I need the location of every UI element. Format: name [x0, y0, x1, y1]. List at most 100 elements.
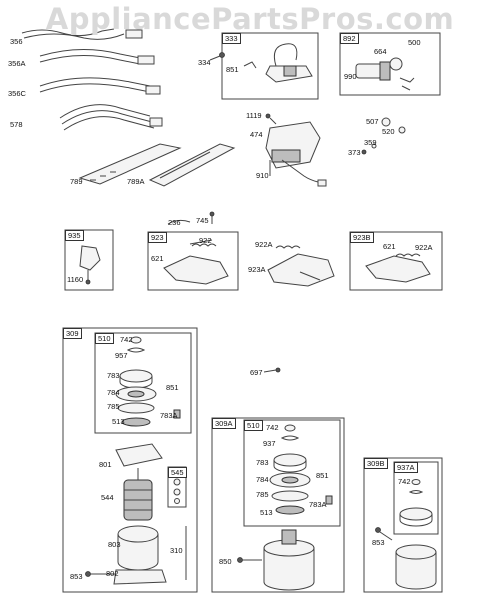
part-label-359[interactable]: 359 — [364, 138, 377, 147]
part-label-957[interactable]: 957 — [115, 351, 128, 360]
part-label-801[interactable]: 801 — [99, 460, 112, 469]
group-510-309a-frame — [243, 419, 341, 527]
part-label-990[interactable]: 990 — [344, 72, 357, 81]
group-label-935: 935 — [65, 230, 84, 241]
part-label-310[interactable]: 310 — [170, 546, 183, 555]
part-label-853-309b[interactable]: 853 — [372, 538, 385, 547]
ignition-armature-drawing — [265, 43, 313, 83]
part-label-356[interactable]: 356 — [10, 37, 23, 46]
brush-set-545-drawing — [173, 478, 181, 504]
part-label-334[interactable]: 334 — [198, 58, 211, 67]
part-label-664[interactable]: 664 — [374, 47, 387, 56]
part-label-513-309a[interactable]: 513 — [260, 508, 273, 517]
part-label-789a[interactable]: 789A — [127, 177, 145, 186]
part-label-853[interactable]: 853 — [70, 572, 83, 581]
group-label-309b: 309B — [364, 458, 388, 469]
part-label-1119[interactable]: 1119 — [246, 111, 262, 120]
part-label-784[interactable]: 784 — [107, 388, 120, 397]
bracket-935-drawing — [79, 245, 101, 285]
group-label-309: 309 — [63, 328, 82, 339]
group-309b-frame — [363, 457, 443, 593]
part-label-621-923b[interactable]: 621 — [383, 242, 396, 251]
part-label-783a-309a[interactable]: 783A — [309, 500, 327, 509]
part-label-789[interactable]: 789 — [70, 177, 83, 186]
part-label-922a[interactable]: 922A — [255, 240, 273, 249]
part-label-802[interactable]: 802 — [106, 569, 119, 578]
small-hardware-drawing — [361, 117, 406, 155]
part-label-784-309a[interactable]: 784 — [256, 475, 269, 484]
part-label-922a-923b[interactable]: 922A — [415, 243, 433, 252]
muffler-guard-789-drawing — [78, 143, 182, 185]
screw-334-drawing — [209, 52, 225, 61]
part-label-373[interactable]: 373 — [348, 148, 361, 157]
part-label-742[interactable]: 742 — [120, 335, 133, 344]
part-label-697[interactable]: 697 — [250, 368, 263, 377]
group-309a-frame — [211, 417, 345, 593]
screw-697-drawing — [263, 367, 281, 373]
part-label-937[interactable]: 937 — [263, 439, 276, 448]
key-switch-drawing — [355, 57, 415, 91]
group-label-937a: 937A — [394, 462, 418, 473]
part-label-507[interactable]: 507 — [366, 117, 379, 126]
part-label-803[interactable]: 803 — [108, 540, 121, 549]
muffler-guard-789a-drawing — [148, 143, 236, 187]
part-label-513[interactable]: 513 — [112, 417, 125, 426]
part-label-745[interactable]: 745 — [196, 216, 209, 225]
part-label-356a[interactable]: 356A — [8, 59, 26, 68]
group-label-892: 892 — [340, 33, 359, 44]
group-label-510: 510 — [95, 333, 114, 344]
part-label-742-309b[interactable]: 742 — [398, 477, 411, 486]
wire-harness-356c-drawing — [39, 77, 161, 95]
part-label-783-309a[interactable]: 783 — [256, 458, 269, 467]
part-label-783[interactable]: 783 — [107, 371, 120, 380]
governor-linkage-923b-drawing — [365, 253, 431, 283]
screw-745-drawing — [209, 211, 215, 224]
part-label-356c[interactable]: 356C — [8, 89, 26, 98]
part-label-236[interactable]: 236 — [168, 218, 181, 227]
part-label-851-309[interactable]: 851 — [166, 383, 179, 392]
group-label-333: 333 — [222, 33, 241, 44]
group-label-545: 545 — [168, 467, 187, 478]
spark-plug-assembly-474-drawing — [265, 113, 327, 187]
part-label-474[interactable]: 474 — [250, 130, 263, 139]
part-label-1160[interactable]: 1160 — [67, 275, 84, 284]
part-label-621-923[interactable]: 621 — [151, 254, 164, 263]
group-935-frame — [64, 229, 114, 291]
part-label-850[interactable]: 850 — [219, 557, 232, 566]
starter-drive-309b-drawing — [399, 479, 433, 527]
part-label-851-309a[interactable]: 851 — [316, 471, 329, 480]
part-label-742-309a[interactable]: 742 — [266, 423, 279, 432]
part-label-910[interactable]: 910 — [256, 171, 269, 180]
group-label-510-309a: 510 — [244, 420, 263, 431]
starter-drive-510-drawing — [115, 336, 181, 427]
part-label-851-top[interactable]: 851 — [226, 65, 239, 74]
part-label-785[interactable]: 785 — [107, 402, 120, 411]
part-label-785-309a[interactable]: 785 — [256, 490, 269, 499]
group-309-frame — [62, 327, 198, 593]
governor-linkage-923-drawing — [163, 239, 229, 285]
part-label-544[interactable]: 544 — [101, 493, 114, 502]
part-label-500[interactable]: 500 — [408, 38, 421, 47]
part-label-520[interactable]: 520 — [382, 127, 395, 136]
starter-motor-309a-drawing — [237, 529, 315, 591]
group-923-frame — [147, 231, 239, 291]
part-label-922[interactable]: 922 — [199, 236, 212, 245]
part-label-923a[interactable]: 923A — [248, 265, 266, 274]
wire-harness-356-drawing — [21, 28, 143, 40]
starter-drive-309a-drawing — [269, 424, 333, 515]
starter-motor-309b-drawing — [375, 527, 437, 590]
group-333-frame — [221, 32, 319, 100]
group-923b-frame — [349, 231, 443, 291]
group-892-frame — [339, 32, 441, 96]
group-label-923: 923 — [148, 232, 167, 243]
starter-motor-309-drawing — [85, 443, 187, 585]
part-label-783a[interactable]: 783A — [160, 411, 178, 420]
group-label-309a: 309A — [212, 418, 236, 429]
clip-851-drawing — [243, 61, 257, 69]
wire-harness-356a-drawing — [39, 49, 155, 65]
part-label-578[interactable]: 578 — [10, 120, 23, 129]
group-510-frame — [94, 332, 192, 434]
link-236-drawing — [167, 219, 191, 225]
wire-harness-578-drawing — [59, 104, 163, 131]
